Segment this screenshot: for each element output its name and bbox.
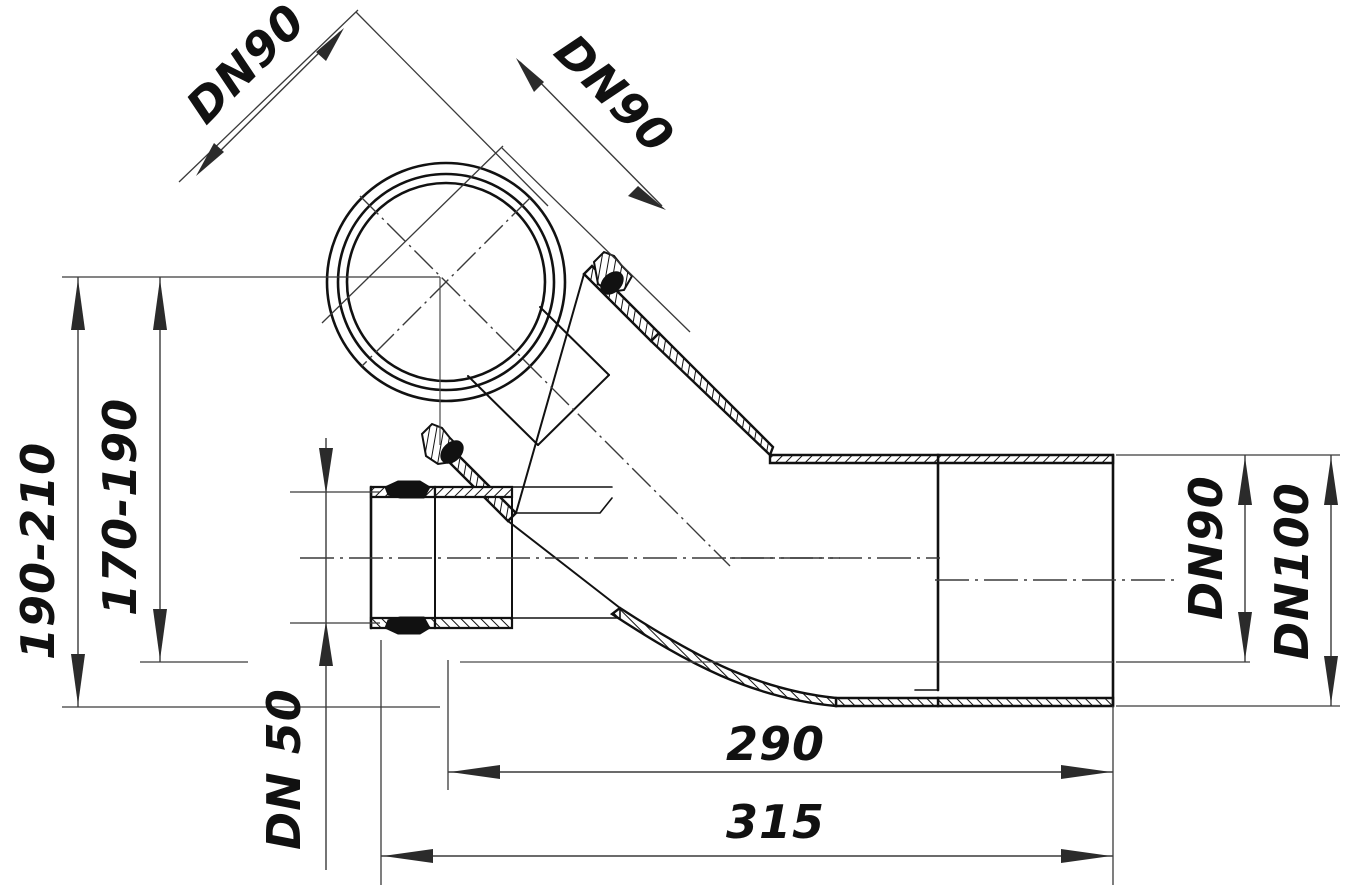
arrowhead-190-210-bottom — [71, 654, 85, 705]
socket-circle-outer — [325, 161, 567, 403]
seal-ring-lower — [420, 422, 464, 466]
part-geometry — [325, 161, 1115, 708]
arrowhead-170-190-bottom — [153, 609, 167, 660]
top-socket-circles — [325, 161, 567, 403]
dimension-height-170-190: 170-190 — [93, 277, 248, 663]
witness-dn90-ur-b — [501, 147, 691, 333]
label-height-190-210: 190-210 — [11, 442, 65, 660]
dn50-wall-top — [433, 485, 514, 499]
main-body-horizontal — [768, 453, 940, 708]
dimension-length-315: 315 — [380, 640, 1113, 885]
outlet-wall-upper — [936, 453, 1115, 465]
dimension-dn50: DN 50 — [257, 438, 380, 870]
arrowhead-dn90-ul-start — [196, 143, 224, 176]
arrowhead-dn90-ur-end — [628, 186, 666, 210]
dn50-body-bottom-join — [511, 607, 621, 619]
arrowhead-dn90-out-top — [1238, 457, 1252, 505]
branch-edge-upper — [539, 306, 610, 376]
dimline-dn90-ul — [199, 31, 341, 172]
label-dn100-outlet: DN100 — [1265, 482, 1319, 660]
dimension-length-290: 290 — [447, 660, 1114, 885]
branch-bore-line-a — [515, 273, 585, 514]
body-wall-top-horizontal — [768, 453, 940, 465]
witness-dn90-ur-a — [355, 11, 549, 207]
label-length-315: 315 — [726, 795, 825, 849]
center-lines — [300, 195, 1180, 581]
centerline-branch-axis — [359, 195, 731, 567]
arrowhead-dn90-out-bottom — [1238, 612, 1252, 660]
centerline-circle-cross — [361, 197, 531, 367]
arrowhead-315-right — [1061, 849, 1111, 863]
body-wall-bottom-horizontal — [834, 696, 940, 708]
arrowhead-dn100-out-top — [1324, 457, 1338, 505]
label-length-290: 290 — [726, 717, 825, 771]
arrowhead-170-190-top — [153, 279, 167, 330]
label-dn50: DN 50 — [257, 688, 311, 850]
arrowhead-dn100-out-bottom — [1324, 656, 1338, 704]
dn50-wall-bottom — [433, 616, 514, 630]
branch-to-body-throat — [507, 520, 621, 609]
arrowhead-315-left — [383, 849, 433, 863]
reference-lines — [300, 277, 1113, 663]
dn50-seal-top — [384, 480, 431, 499]
dn50-seal-bottom — [384, 616, 431, 635]
arrowhead-dn50-bottom — [319, 621, 333, 666]
witness-dn90-ul-b — [321, 145, 504, 324]
label-height-170-190: 170-190 — [93, 398, 147, 616]
dimension-height-190-210: 190-210 — [11, 276, 440, 708]
branch-throat-top — [515, 497, 613, 514]
seal-ring-upper — [592, 250, 634, 295]
seal-gasket-upper — [600, 271, 624, 295]
seal-gasket-lower — [440, 440, 464, 464]
bend-wall-lower — [609, 606, 838, 708]
side-inlet-dn50 — [369, 480, 621, 635]
branch-edge-left — [467, 375, 539, 446]
dimension-dn90-outlet: DN90 — [1116, 454, 1340, 663]
arrowhead-290-left — [450, 765, 500, 779]
outlet-wall-lower — [936, 696, 1115, 708]
label-dn90-outlet: DN90 — [1179, 475, 1233, 620]
arrowhead-dn90-ul-end — [316, 28, 344, 61]
arrowhead-190-210-top — [71, 279, 85, 330]
branch-bore-line-b — [583, 273, 652, 342]
socket-circle-middle — [336, 172, 556, 392]
dimline-dn90-ur — [519, 61, 663, 207]
arrowhead-dn50-top — [319, 448, 333, 494]
arrowhead-290-right — [1061, 765, 1111, 779]
socket-circle-inner — [345, 181, 547, 383]
arrowhead-dn90-ur-start — [516, 58, 544, 92]
dimension-dn100-outlet: DN100 — [1116, 455, 1340, 707]
